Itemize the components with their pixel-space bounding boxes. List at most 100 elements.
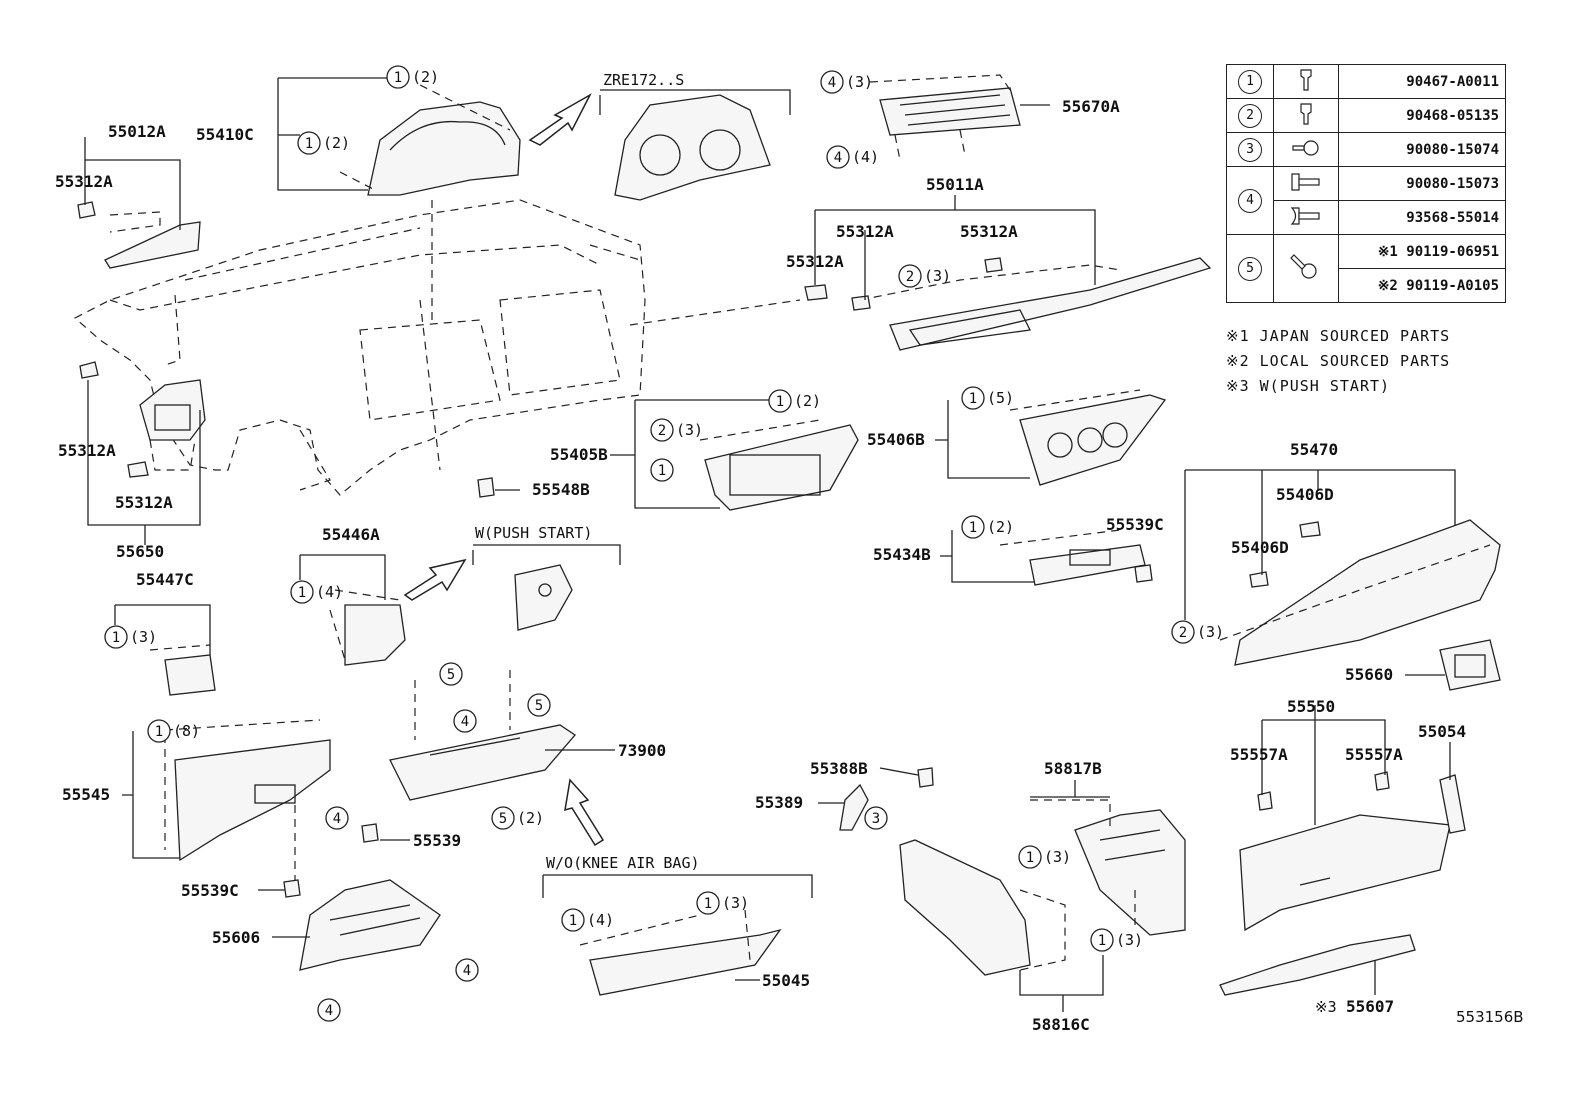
variant-label: W/O(KNEE AIR BAG) — [546, 854, 700, 872]
legend-part-number: 90080-15074 — [1338, 132, 1506, 167]
svg-text:(3): (3) — [676, 421, 703, 439]
legend-number: 3 — [1238, 137, 1262, 162]
part-label: 55539C — [181, 881, 239, 900]
part-label: 55550 — [1287, 697, 1335, 716]
part-label: 55545 — [62, 785, 110, 804]
legend-part-number: 90080-15073 — [1338, 166, 1506, 201]
legend-row: 5 ※1 90119-06951 — [1226, 234, 1506, 303]
part-label: 55011A — [926, 175, 984, 194]
lower-panel-55045 — [579, 909, 782, 996]
arrow-icon — [564, 778, 605, 847]
svg-text:5: 5 — [535, 698, 543, 714]
svg-text:(2): (2) — [517, 809, 544, 827]
center-cluster-bezel — [699, 419, 859, 511]
part-label: 58816C — [1032, 1015, 1090, 1034]
part-label: 55548B — [532, 480, 590, 499]
part-label: 55650 — [116, 542, 164, 561]
panel-55447c — [149, 644, 216, 696]
switch-panel — [999, 529, 1153, 586]
legend-part-number: ※1 90119-06951 — [1338, 234, 1506, 269]
svg-text:(3): (3) — [924, 267, 951, 285]
svg-text:1: 1 — [112, 630, 120, 646]
svg-text:1: 1 — [969, 391, 977, 407]
part-label: 55012A — [108, 122, 166, 141]
legend-number: 2 — [1238, 103, 1262, 128]
callout-5a: 5 — [439, 662, 463, 686]
svg-text:1: 1 — [569, 913, 577, 929]
legend-row: 3 90080-15074 — [1226, 132, 1506, 167]
switch-base-55446a — [329, 589, 406, 666]
glove-box-door-55607 — [1219, 934, 1416, 996]
part-label: 55670A — [1062, 97, 1120, 116]
callout-1i: 1(8) — [147, 719, 200, 743]
screw-icon — [1290, 253, 1317, 279]
legend-number: 1 — [1238, 69, 1262, 94]
callout-4b: 4(4) — [826, 145, 879, 169]
part-label: 55312A — [58, 441, 116, 460]
variant-label: ZRE172..S — [603, 71, 684, 89]
part-label: 55406D — [1231, 538, 1289, 557]
arrow-icon — [528, 93, 592, 146]
svg-text:2: 2 — [1179, 625, 1187, 641]
svg-text:(3): (3) — [130, 628, 157, 646]
callout-5b: 5 — [527, 693, 551, 717]
legend-part-number: ※2 90119-A0105 — [1338, 268, 1506, 303]
part-label: 55312A — [115, 493, 173, 512]
callout-2b: 2 (3) — [650, 418, 703, 442]
fastener-legend-table: 1 90467-A0011 2 90468-05135 3 90080-1507… — [1226, 64, 1506, 303]
clip-icon — [1300, 68, 1312, 91]
variant-label: W(PUSH START) — [475, 524, 592, 542]
svg-text:(2): (2) — [412, 68, 439, 86]
callout-2a: 2 (3) — [898, 264, 951, 288]
cluster-finish-panel — [339, 84, 521, 320]
legend-row: 4 90080-15073 — [1226, 166, 1506, 235]
part-label: 55405B — [550, 445, 608, 464]
part-label: 55410C — [196, 125, 254, 144]
part-label: 55557A — [1230, 745, 1288, 764]
svg-text:2: 2 — [906, 269, 914, 285]
svg-text:2: 2 — [658, 423, 666, 439]
callout-1e: 1(5) — [961, 386, 1014, 410]
callout-1j: 1 (4) — [561, 908, 614, 932]
svg-text:1: 1 — [1098, 933, 1106, 949]
legend-part-number: 93568-55014 — [1338, 200, 1506, 235]
heater-control-panel — [1009, 389, 1167, 486]
side-register-assy — [79, 361, 206, 478]
svg-text:(3): (3) — [1197, 623, 1224, 641]
part-label: 55045 — [762, 971, 810, 990]
legend-row: ※2 90119-A0105 — [1227, 268, 1506, 303]
note-mark: ※3 — [1315, 998, 1337, 1016]
svg-text:1: 1 — [776, 394, 784, 410]
svg-text:(4): (4) — [852, 148, 879, 166]
svg-text:(4): (4) — [587, 911, 614, 929]
note-local-sourced: ※2 LOCAL SOURCED PARTS — [1226, 352, 1451, 370]
svg-text:(4): (4) — [316, 583, 343, 601]
svg-text:(2): (2) — [794, 392, 821, 410]
callout-1c: 1 (2) — [768, 389, 821, 413]
side-register-right — [1439, 639, 1501, 691]
svg-text:1: 1 — [305, 136, 313, 152]
part-label: 55539C — [1106, 515, 1164, 534]
svg-text:3: 3 — [872, 811, 880, 827]
svg-text:(3): (3) — [722, 894, 749, 912]
part-label: 55557A — [1345, 745, 1403, 764]
svg-text:1: 1 — [969, 520, 977, 536]
knee-airbag — [389, 670, 576, 801]
callout-1d: 1 — [650, 458, 674, 482]
bolt-icon — [1290, 206, 1320, 225]
callout-1h: 1 (3) — [104, 625, 157, 649]
legend-row: 1 90467-A0011 — [1226, 64, 1506, 99]
part-label: 55606 — [212, 928, 260, 947]
bracket-55389 — [839, 767, 934, 831]
callout-1m: 1(3) — [1090, 928, 1143, 952]
part-label: 58817B — [1044, 759, 1102, 778]
callout-1g: 1(4) — [290, 580, 343, 604]
callout-4e: 4 — [455, 958, 479, 982]
screw-icon — [1292, 139, 1319, 156]
under-cover-55606 — [299, 879, 441, 971]
callout-5c: 5(2) — [491, 806, 544, 830]
part-label: 55447C — [136, 570, 194, 589]
part-label: 55388B — [810, 759, 868, 778]
svg-text:1: 1 — [704, 896, 712, 912]
